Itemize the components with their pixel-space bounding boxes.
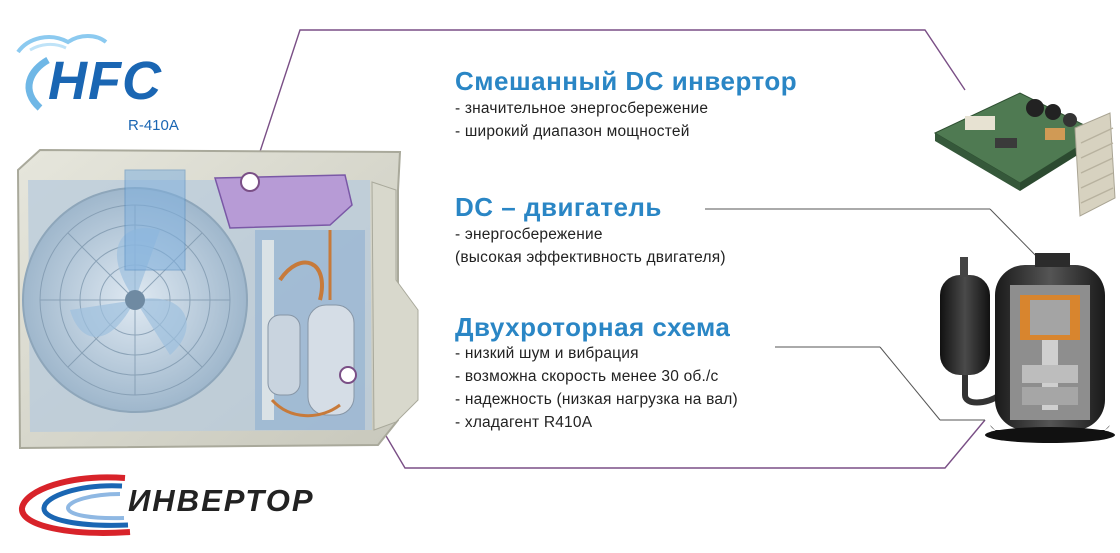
feature-item: - широкий диапазон мощностей xyxy=(455,123,690,140)
feature-item: - хладагент R410A xyxy=(455,414,593,431)
feature-item: - энергосбережение xyxy=(455,226,603,243)
feature-item: - значительное энергосбережение xyxy=(455,100,709,117)
inverter-swoosh-logo xyxy=(19,474,131,536)
feature-item: - надежность (низкая нагрузка на вал) xyxy=(455,391,738,408)
inverter-logo-text: ИНВЕРТОР xyxy=(128,483,315,518)
feature-title-dc-motor: DC – двигатель xyxy=(455,192,662,222)
feature-item: (высокая эффективность двигателя) xyxy=(455,249,726,266)
feature-item: - низкий шум и вибрация xyxy=(455,345,639,362)
feature-title-mixed-dc-inverter: Смешанный DC инвертор xyxy=(455,66,798,96)
inverter-board-illustration xyxy=(933,92,1116,217)
feature-title-twin-rotor: Двухроторная схема xyxy=(455,312,731,342)
twin-rotor-compressor-illustration xyxy=(940,253,1115,443)
hfc-brand-text: HFC xyxy=(48,51,162,111)
hfc-logo-graphic xyxy=(16,34,108,111)
feature-item: - возможна скорость менее 30 об./с xyxy=(455,368,719,385)
refrigerant-label: R-410A xyxy=(128,117,179,134)
outdoor-unit-illustration xyxy=(16,148,419,450)
